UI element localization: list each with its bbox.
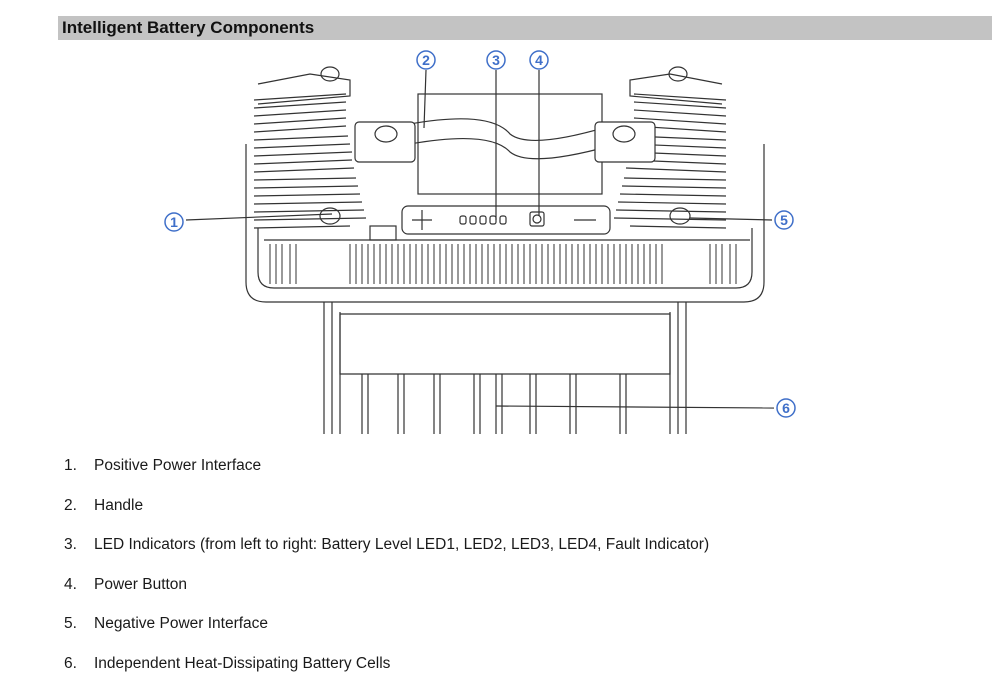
callout-2-number: 2 [422,52,430,68]
leader-line-5 [689,217,773,221]
leader-line-1 [185,213,333,221]
legend-number: 1. [64,457,77,474]
power-button [529,211,545,227]
legend-text: Negative Power Interface [94,615,269,633]
leader-line-6 [495,405,775,409]
callout-5-number: 5 [780,212,788,228]
section-header-bar: Intelligent Battery Components [58,16,992,40]
legend-number: 5. [64,615,77,633]
leader-lines [185,69,775,409]
section-title: Intelligent Battery Components [62,18,315,37]
callout-2: 2 [416,50,436,70]
mounting-hole-bottom-right [669,207,691,225]
legend-text: Independent Heat-Dissipating Battery Cel… [94,654,391,672]
callout-6-number: 6 [782,400,790,416]
battery-illustration [245,66,765,434]
positive-symbol [412,210,432,230]
control-panel [401,205,611,235]
callout-4-number: 4 [535,52,543,68]
battery-cells [323,302,687,434]
mounting-hole-top-right [668,66,688,82]
connector-block [369,225,397,241]
legend-text: Power Button [94,575,188,593]
legend-number: 3. [64,536,77,554]
battery-diagram: 1 2 3 4 5 6 [150,44,830,436]
legend-text: Positive Power Interface [94,457,262,474]
callout-3: 3 [486,50,506,70]
left-heat-sink-fins [253,73,367,229]
legend-number: 6. [64,654,77,672]
mounting-hole-bottom-left [319,207,341,225]
legend-text: LED Indicators (from left to right: Batt… [94,536,710,554]
battery-body [245,144,765,303]
callout-1: 1 [164,212,184,232]
legend-number: 2. [64,496,77,514]
right-heat-sink-fins [613,73,727,229]
callout-5: 5 [774,210,794,230]
legend-text: Handle [94,496,144,514]
callout-4: 4 [529,50,549,70]
battery-diagram-svg: 1 2 3 4 5 6 [164,50,796,434]
callout-3-number: 3 [492,52,500,68]
mounting-hole-top-left [320,66,340,82]
callout-6: 6 [776,398,796,418]
leader-line-2 [423,69,427,129]
legend-number: 4. [64,575,77,593]
lower-fin-row [269,244,737,284]
handle [354,93,656,195]
callout-1-number: 1 [170,214,178,230]
